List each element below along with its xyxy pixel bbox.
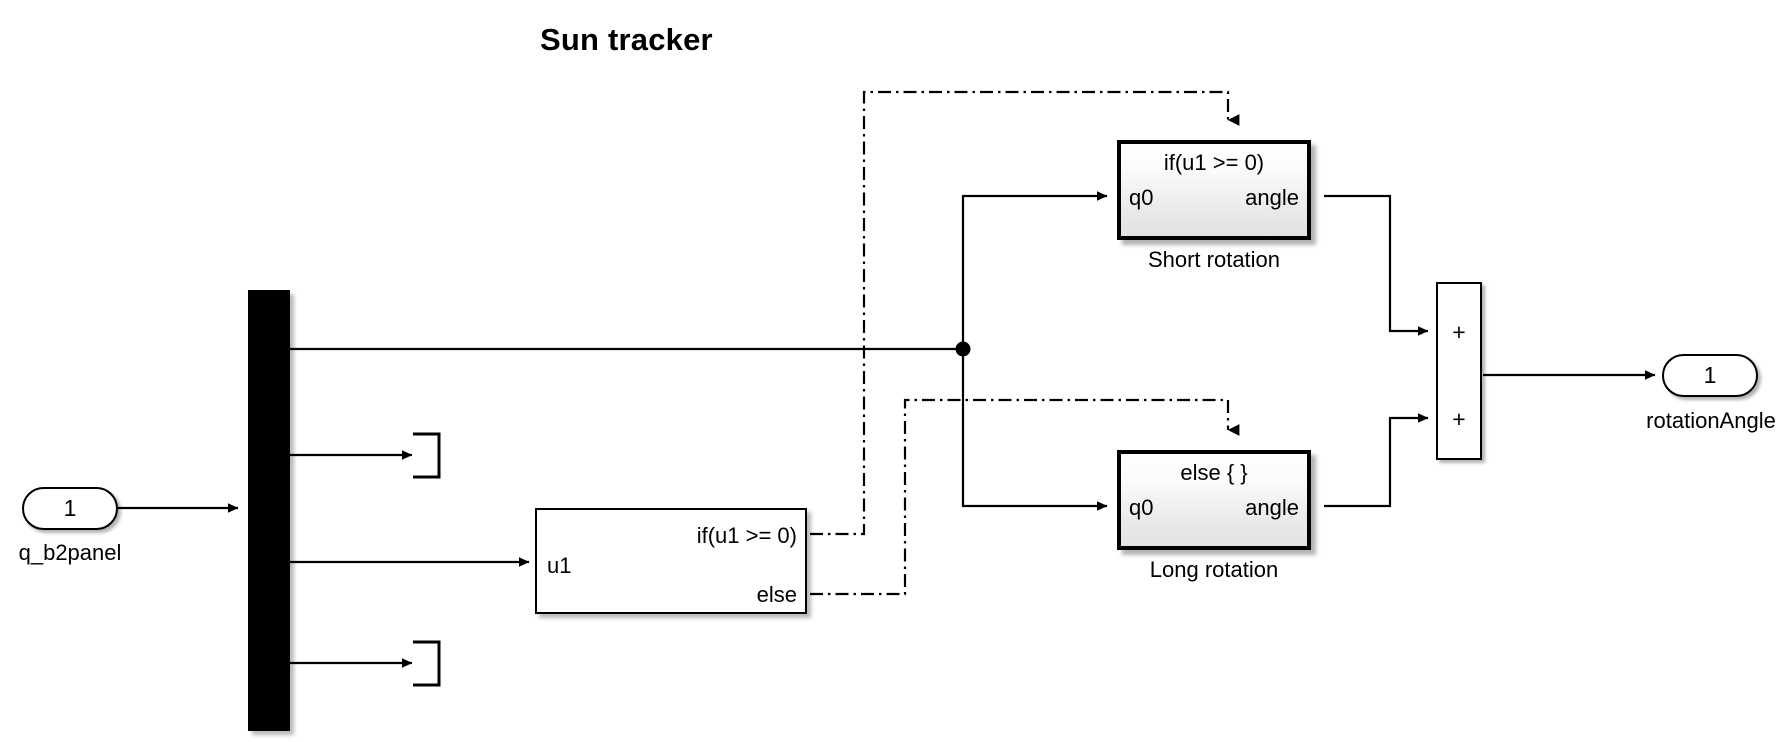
wire-branch-to-short-rotation [961, 191, 1108, 349]
control-wire-else-to-long-rotation [810, 398, 1240, 596]
sum-sign-bottom: + [1452, 406, 1466, 432]
subsystem-long-rotation[interactable]: else { } q0 angle [1117, 450, 1311, 550]
signal-junction-dot [955, 341, 971, 357]
page-title: Sun tracker [540, 22, 713, 57]
wire-long-rotation-to-sum [1324, 413, 1429, 508]
if-block-input-label: u1 [547, 553, 572, 578]
if-block[interactable]: u1 if(u1 >= 0) else [535, 508, 807, 614]
terminator-2-icon [413, 640, 441, 687]
terminator-1-icon [413, 432, 441, 479]
sum-block[interactable]: + + [1436, 282, 1482, 460]
input-port-block[interactable]: 1 [22, 487, 118, 530]
output-port-number: 1 [1703, 362, 1717, 388]
wire-short-rotation-to-sum [1324, 194, 1429, 336]
long-rotation-output-port-label: angle [1245, 495, 1299, 520]
short-rotation-condition-label: if(u1 >= 0) [1163, 150, 1265, 175]
if-block-output-else-label: else [756, 582, 797, 607]
bus-selector-block[interactable] [248, 290, 290, 731]
sum-sign-top: + [1452, 319, 1466, 345]
if-block-output-if-label: if(u1 >= 0) [696, 523, 797, 548]
control-wire-if-to-short-rotation [810, 90, 1240, 536]
long-rotation-condition-label: else { } [1180, 460, 1248, 485]
long-rotation-caption: Long rotation [1149, 557, 1279, 582]
wire-branch-to-long-rotation [961, 349, 1108, 511]
subsystem-short-rotation[interactable]: if(u1 >= 0) q0 angle [1117, 140, 1311, 240]
short-rotation-output-port-label: angle [1245, 185, 1299, 210]
input-port-label: q_b2panel [18, 540, 122, 565]
output-port-block[interactable]: 1 [1662, 354, 1758, 397]
short-rotation-caption: Short rotation [1147, 247, 1281, 272]
short-rotation-input-port-label: q0 [1129, 185, 1154, 210]
input-port-number: 1 [63, 495, 77, 521]
output-port-label: rotationAngle [1646, 408, 1776, 433]
long-rotation-input-port-label: q0 [1129, 495, 1154, 520]
